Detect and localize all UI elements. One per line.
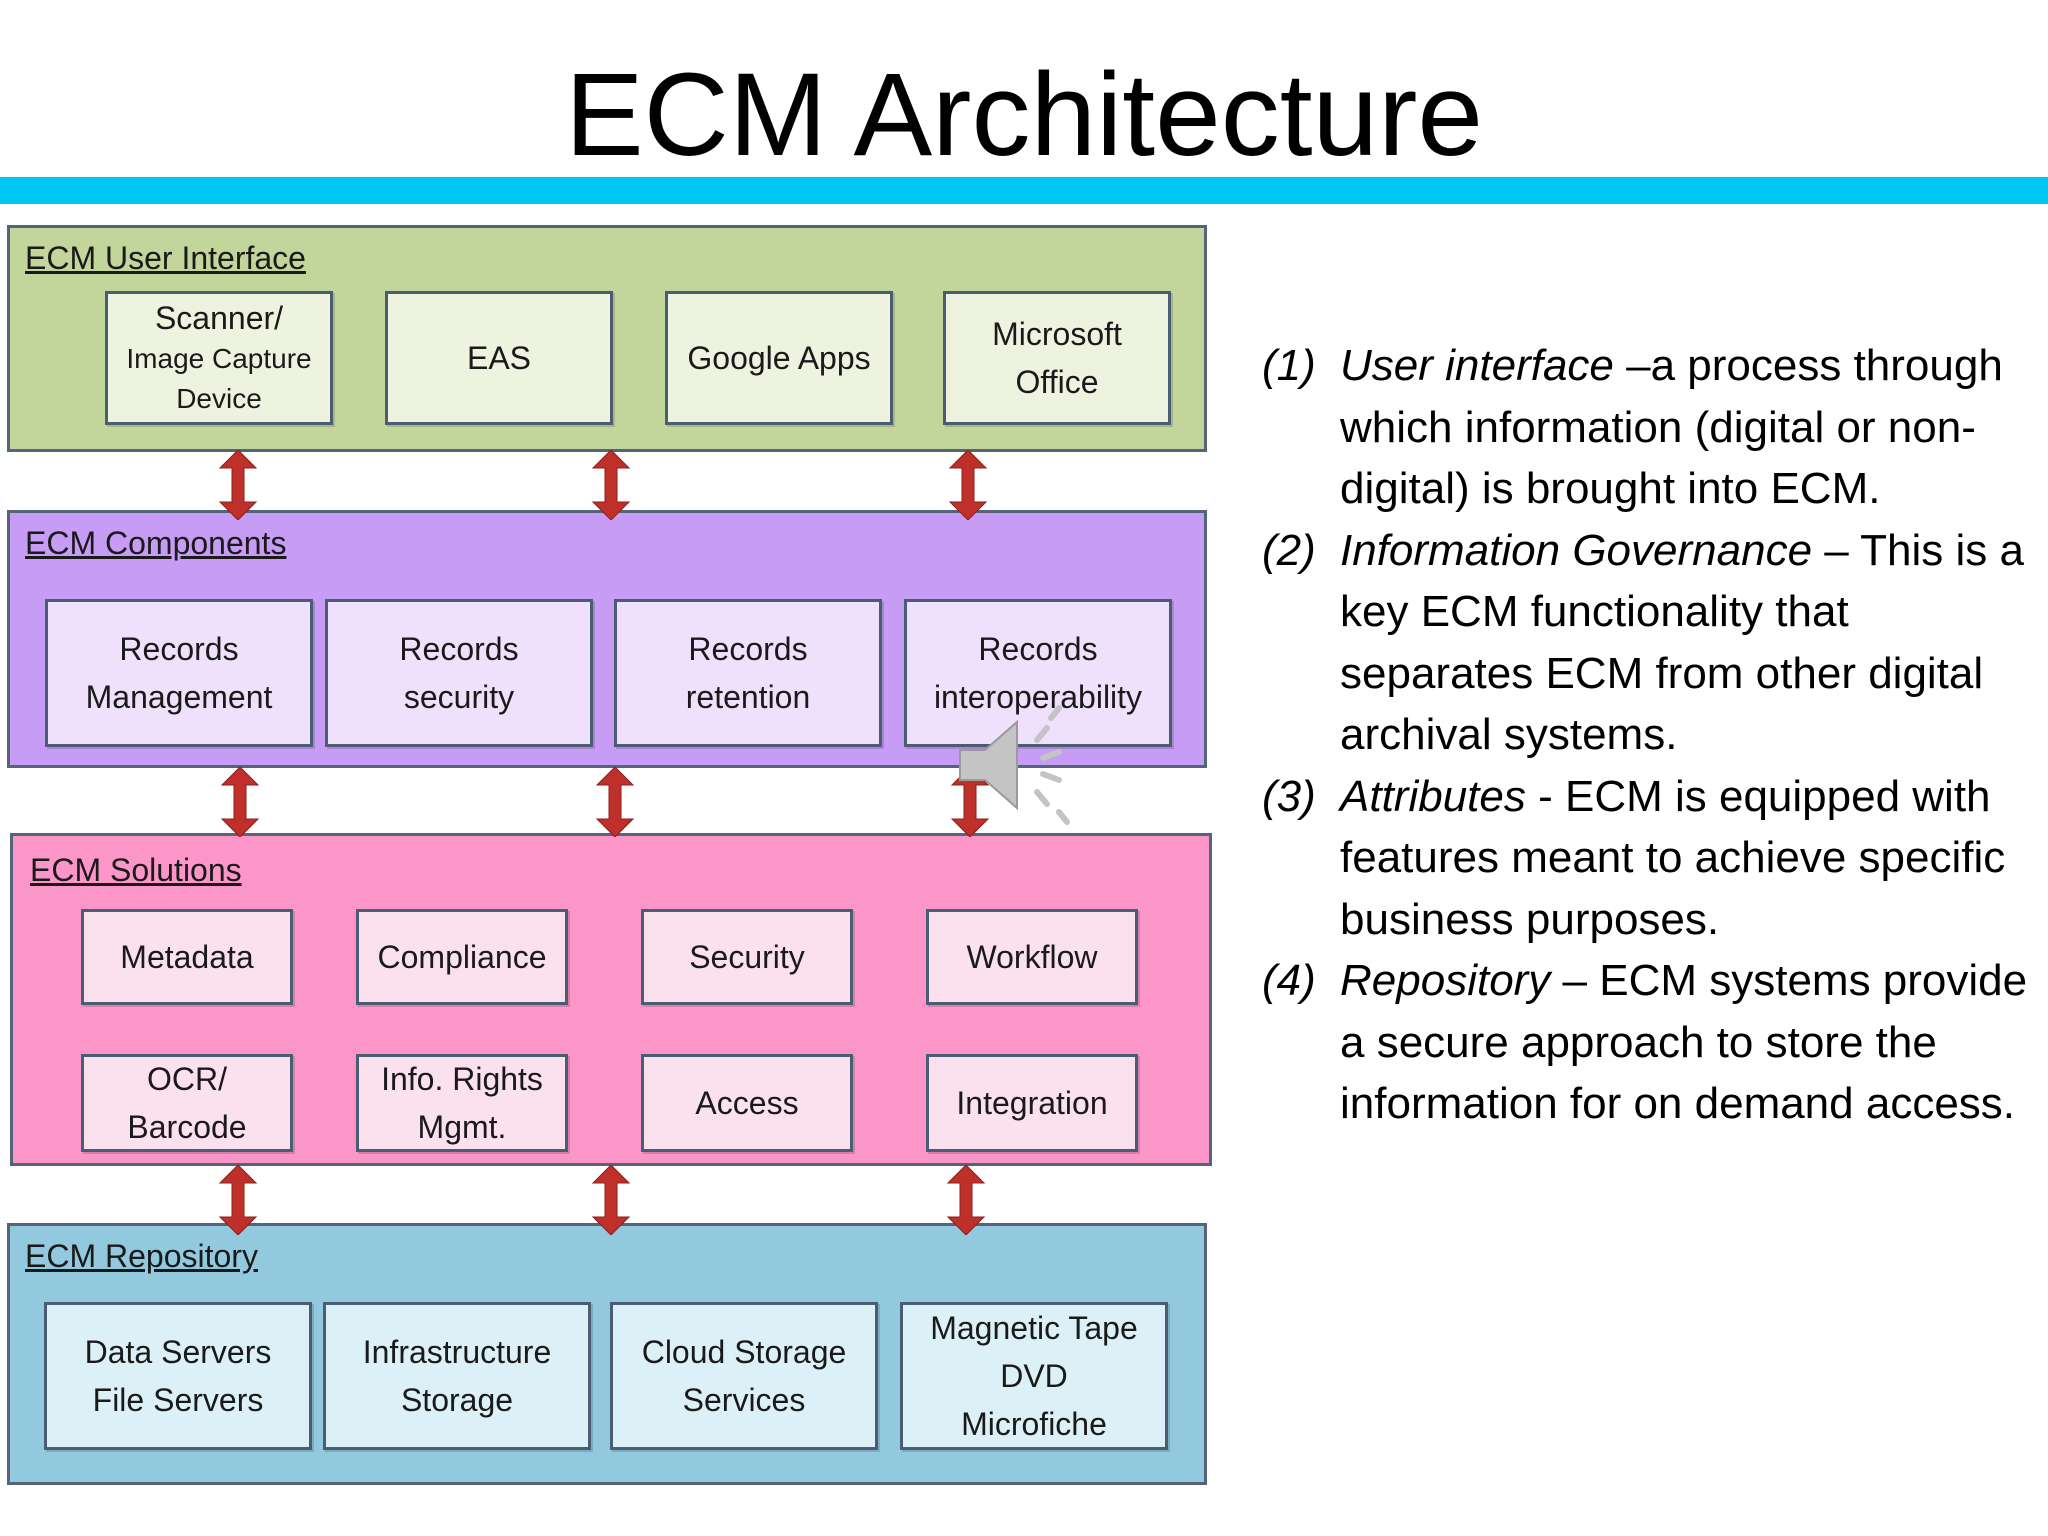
notes-list: (1) User interface –a process through wh… bbox=[1262, 335, 2032, 1135]
google-apps-box: Google Apps bbox=[665, 291, 893, 425]
note-body: Repository – ECM systems provide a secur… bbox=[1340, 950, 2032, 1135]
note-text: – This is a key ECM functionality that s… bbox=[1340, 525, 2024, 760]
data-servers-box: Data Servers File Servers bbox=[44, 1302, 312, 1450]
note-term: Attributes bbox=[1340, 771, 1526, 821]
note-text: – ECM systems provide a secure approach … bbox=[1340, 956, 2028, 1128]
connector-arrow-icon bbox=[950, 767, 990, 837]
note-number: (4) bbox=[1262, 956, 1316, 1005]
scanner-box: Scanner/ Image Capture Device bbox=[105, 291, 333, 425]
note-number: (1) bbox=[1262, 341, 1316, 390]
connector-arrow-icon bbox=[591, 1165, 631, 1235]
workflow-box: Workflow bbox=[926, 909, 1138, 1005]
note-item: (3) Attributes - ECM is equipped with fe… bbox=[1262, 766, 2032, 951]
note-body: User interface –a process through which … bbox=[1340, 335, 2032, 520]
security-box: Security bbox=[641, 909, 853, 1005]
slide-title: ECM Architecture bbox=[564, 49, 1484, 181]
title-divider bbox=[0, 177, 2048, 204]
note-item: (2) Information Governance – This is a k… bbox=[1262, 520, 2032, 766]
ecm-user-interface-panel: ECM User Interface Scanner/ Image Captur… bbox=[7, 225, 1207, 452]
connector-arrow-icon bbox=[591, 450, 631, 520]
connector-arrow-icon bbox=[595, 767, 635, 837]
connector-arrow-icon bbox=[948, 450, 988, 520]
note-body: Attributes - ECM is equipped with featur… bbox=[1340, 766, 2032, 951]
integration-box: Integration bbox=[926, 1054, 1138, 1152]
note-term: User interface bbox=[1340, 341, 1614, 390]
note-term: Repository bbox=[1340, 956, 1551, 1005]
note-item: (1) User interface –a process through wh… bbox=[1262, 335, 2032, 520]
note-text: - ECM is equipped with features meant to… bbox=[1340, 771, 2006, 944]
ecm-solutions-panel: ECM Solutions Metadata Compliance Securi… bbox=[10, 833, 1212, 1166]
panel-label: ECM User Interface bbox=[25, 240, 306, 276]
speaker-icon[interactable] bbox=[955, 700, 1085, 830]
note-text: –a process through which information (di… bbox=[1340, 341, 2003, 513]
eas-box: EAS bbox=[385, 291, 613, 425]
records-management-box: Records Management bbox=[45, 599, 313, 747]
panel-label: ECM Repository bbox=[25, 1238, 258, 1274]
infrastructure-storage-box: Infrastructure Storage bbox=[323, 1302, 591, 1450]
note-item: (4) Repository – ECM systems provide a s… bbox=[1262, 950, 2032, 1135]
connector-arrow-icon bbox=[218, 450, 258, 520]
connector-arrow-icon bbox=[218, 1165, 258, 1235]
info-rights-box: Info. Rights Mgmt. bbox=[356, 1054, 568, 1152]
connector-arrow-icon bbox=[946, 1165, 986, 1235]
note-number: (2) bbox=[1262, 525, 1316, 575]
records-retention-box: Records retention bbox=[614, 599, 882, 747]
box-label: Scanner/ bbox=[154, 300, 284, 336]
panel-label: ECM Components bbox=[25, 525, 287, 561]
panel-label: ECM Solutions bbox=[30, 852, 242, 888]
records-interoperability-box: Records interoperability bbox=[904, 599, 1172, 747]
ecm-repository-panel: ECM Repository Data Servers File Servers… bbox=[7, 1223, 1207, 1485]
box-sublabel: Image Capture Device bbox=[126, 343, 312, 414]
cloud-storage-box: Cloud Storage Services bbox=[610, 1302, 878, 1450]
connector-arrow-icon bbox=[220, 767, 260, 837]
ecm-components-panel: ECM Components Records Management Record… bbox=[7, 510, 1207, 768]
note-number: (3) bbox=[1262, 771, 1316, 821]
magnetic-tape-box: Magnetic Tape DVD Microfiche bbox=[900, 1302, 1168, 1450]
note-term: Information Governance bbox=[1340, 525, 1813, 575]
records-security-box: Records security bbox=[325, 599, 593, 747]
compliance-box: Compliance bbox=[356, 909, 568, 1005]
microsoft-office-box: Microsoft Office bbox=[943, 291, 1171, 425]
note-body: Information Governance – This is a key E… bbox=[1340, 520, 2032, 766]
access-box: Access bbox=[641, 1054, 853, 1152]
ocr-barcode-box: OCR/ Barcode bbox=[81, 1054, 293, 1152]
metadata-box: Metadata bbox=[81, 909, 293, 1005]
